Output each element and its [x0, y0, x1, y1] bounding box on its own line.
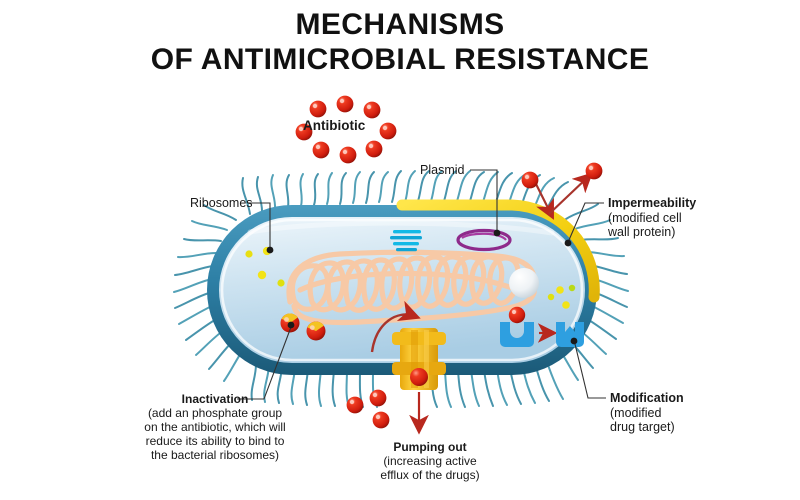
- supercoiled-dna: [286, 249, 537, 326]
- pumping-out-line-2: efflux of the drugs): [380, 468, 480, 483]
- label-inactivation: Inactivation (add an phosphate group on …: [85, 392, 345, 462]
- inactivation-line-3: reduce its ability to bind to: [145, 434, 285, 449]
- impermeability-heading: Impermeability: [608, 196, 697, 210]
- page-title: MECHANISMS OF ANTIMICROBIAL RESISTANCE: [0, 8, 800, 78]
- label-modification: Modification (modified drug target): [610, 391, 684, 435]
- modification-line-1: (modified: [610, 405, 662, 420]
- impermeability-line-2: wall protein): [608, 225, 676, 240]
- inactivation-heading: Inactivation: [181, 392, 249, 406]
- flow-arrows: [370, 172, 593, 435]
- pumping-out-heading: Pumping out: [393, 440, 467, 454]
- leader-lines: [237, 169, 606, 400]
- impermeability-line-1: (modified cell: [608, 210, 682, 225]
- plasmid-ring: [456, 228, 512, 252]
- modification-line-2: drug target): [610, 420, 675, 435]
- title-line-1: MECHANISMS: [295, 8, 505, 41]
- inactivation-line-1: (add an phosphate group: [147, 406, 283, 421]
- receptor-original: [500, 322, 534, 347]
- ribosome-stack-icon: [390, 230, 422, 252]
- label-antibiotic: Antibiotic: [303, 118, 366, 133]
- label-pumping-out: Pumping out (increasing active efflux of…: [340, 440, 520, 482]
- title-line-2: OF ANTIMICROBIAL RESISTANCE: [150, 42, 650, 76]
- label-plasmid: Plasmid: [420, 163, 465, 177]
- vesicle: [509, 268, 539, 298]
- inactivation-line-2: on the antibiotic, which will: [144, 420, 286, 435]
- label-impermeability: Impermeability (modified cell wall prote…: [608, 196, 696, 240]
- pumping-out-line-1: (increasing active: [383, 454, 477, 469]
- modified-cell-wall-arc: [396, 199, 600, 303]
- antibiotic-particles: [295, 95, 603, 429]
- inactivated-antibiotic-molecules: [280, 313, 326, 341]
- inactivation-line-4: the bacterial ribosomes): [150, 448, 280, 463]
- label-ribosomes: Ribosomes: [190, 196, 253, 210]
- modification-heading: Modification: [610, 391, 684, 405]
- antibiotic-in-pump: [410, 368, 428, 386]
